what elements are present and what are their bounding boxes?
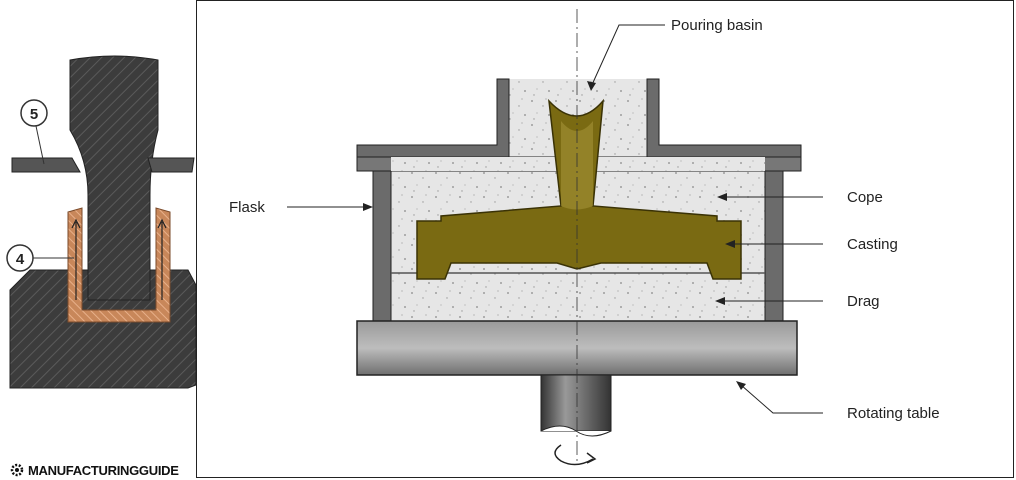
callout-5-marker [20,99,48,127]
callout-5: 5 [30,106,38,123]
callout-4: 4 [16,251,25,268]
label-cope: Cope [847,189,883,206]
logo-text: MANUFACTURINGGUIDE [28,463,179,478]
flask-left-wall [372,170,392,322]
punch [69,55,159,301]
casting-svg: Pouring basin Flask Cope Casting Drag Ro… [229,9,940,466]
label-pouring-basin: Pouring basin [671,17,763,34]
label-flask: Flask [229,199,265,216]
stripper-plate [11,157,81,173]
centrifugal-casting-diagram: Pouring basin Flask Cope Casting Drag Ro… [196,0,1014,478]
gear-icon [10,463,24,477]
label-rotating-table: Rotating table [847,405,940,422]
copper-workpiece [67,207,171,323]
label-drag: Drag [847,293,880,310]
manufacturing-guide-logo: MANUFACTURINGGUIDE [10,463,179,478]
flask-top-plate [356,78,510,158]
label-casting: Casting [847,236,898,253]
extrusion-illustration: 5 4 MANUFACTURINGGUIDE [0,0,196,480]
extrusion-svg: 5 4 [6,55,196,389]
shaft [540,374,612,432]
flask-right-wall [764,170,784,322]
rotation-arrow [554,444,594,466]
